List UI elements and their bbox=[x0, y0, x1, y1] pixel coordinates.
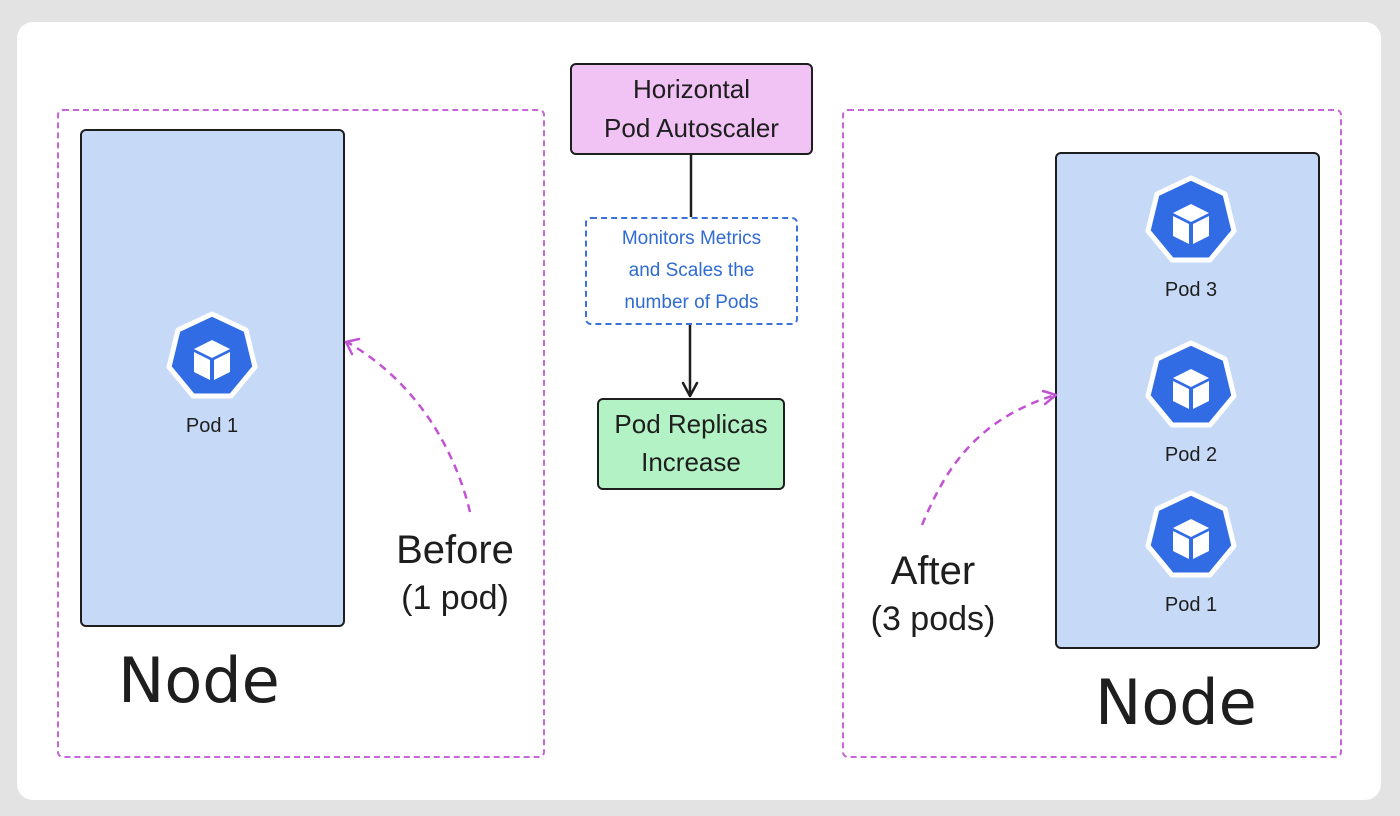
after-pointer-arrow bbox=[920, 393, 1056, 526]
pod-after-1: Pod 1 bbox=[1141, 490, 1241, 617]
arrowhead bbox=[344, 337, 361, 356]
caption-after-title: After bbox=[890, 549, 976, 593]
node-label-after: Node bbox=[1095, 666, 1257, 739]
hpa-line-1: Horizontal bbox=[632, 74, 751, 104]
node-region-before bbox=[57, 109, 545, 758]
pod-label: Pod 1 bbox=[1164, 594, 1218, 616]
kubernetes-pod-icon bbox=[166, 311, 258, 399]
hpa-line-2: Pod Autoscaler bbox=[604, 113, 779, 143]
kubernetes-pod-icon bbox=[1145, 340, 1237, 428]
pod-replicas-box: Pod Replicas Increase bbox=[597, 398, 785, 490]
pod-label: Pod 2 bbox=[1164, 444, 1218, 466]
kubernetes-pod-icon bbox=[1145, 490, 1237, 578]
arrowhead bbox=[1041, 389, 1058, 406]
node-region-after bbox=[842, 109, 1342, 758]
pod-label: Pod 3 bbox=[1164, 279, 1218, 301]
caption-before: Before (1 pod) bbox=[375, 524, 535, 620]
caption-after-count: (3 pods) bbox=[870, 600, 996, 638]
pod-after-3: Pod 3 bbox=[1141, 175, 1241, 302]
monitor-line-2: and Scales the bbox=[628, 259, 755, 281]
replicas-line-1: Pod Replicas bbox=[614, 409, 768, 440]
replicas-line-2: Increase bbox=[641, 447, 741, 477]
monitor-line-3: number of Pods bbox=[624, 292, 759, 314]
arrowhead bbox=[681, 381, 699, 398]
pod-after-2: Pod 2 bbox=[1141, 340, 1241, 467]
pod-label: Pod 1 bbox=[185, 415, 239, 437]
caption-before-count: (1 pod) bbox=[401, 579, 509, 617]
monitor-metrics-box: Monitors Metrics and Scales the number o… bbox=[585, 217, 798, 325]
caption-before-title: Before bbox=[396, 528, 514, 572]
before-pointer-arrow bbox=[346, 340, 472, 513]
node-label-before: Node bbox=[118, 644, 280, 717]
monitor-line-1: Monitors Metrics bbox=[621, 227, 762, 249]
caption-after: After (3 pods) bbox=[848, 545, 1018, 641]
pod-before-1: Pod 1 bbox=[162, 311, 262, 438]
kubernetes-pod-icon bbox=[1145, 175, 1237, 263]
horizontal-pod-autoscaler-box: Horizontal Pod Autoscaler bbox=[570, 63, 813, 155]
